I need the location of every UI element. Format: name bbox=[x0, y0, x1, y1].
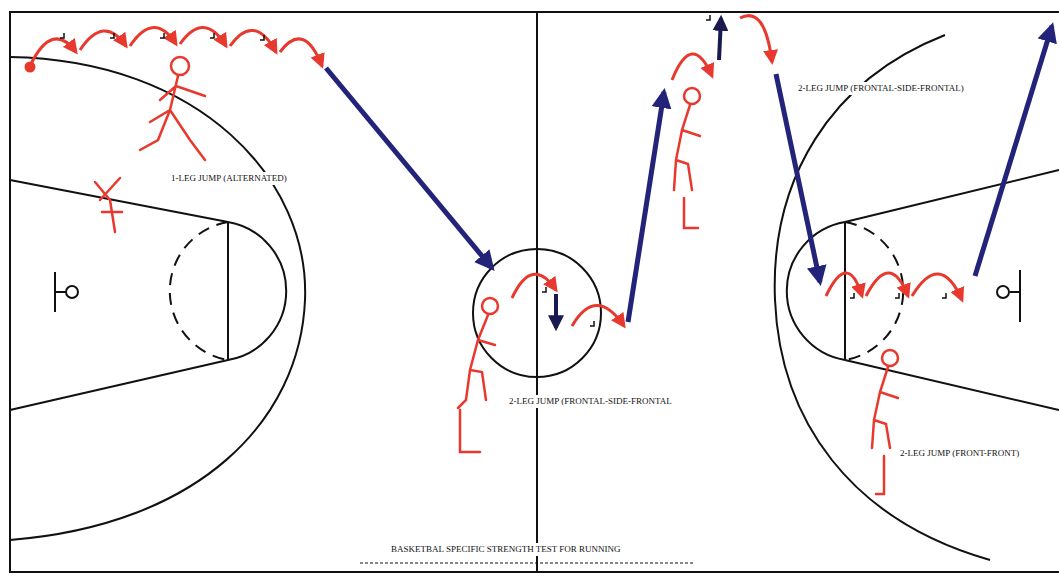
run-arrows bbox=[326, 26, 1052, 322]
caption-underline bbox=[360, 563, 693, 564]
jump-arcs bbox=[26, 16, 962, 326]
court-lines bbox=[10, 12, 1059, 572]
side-jumps bbox=[556, 18, 721, 328]
jump-label: 2-LEG JUMP (FRONTAL-SIDE-FRONTAL) bbox=[795, 82, 967, 95]
diagram-caption: BASKETBAL SPECIFIC STRENGTH TEST FOR RUN… bbox=[388, 543, 624, 556]
player-figures bbox=[95, 57, 898, 494]
jump-label: 2-LEG JUMP (FRONT-FRONT) bbox=[897, 447, 1022, 460]
jump-label: 2-LEG JUMP (FRONTAL-SIDE-FRONTAL bbox=[506, 395, 675, 408]
jump-label: 1-LEG JUMP (ALTERNATED) bbox=[168, 172, 290, 185]
landing-marks bbox=[60, 15, 946, 326]
